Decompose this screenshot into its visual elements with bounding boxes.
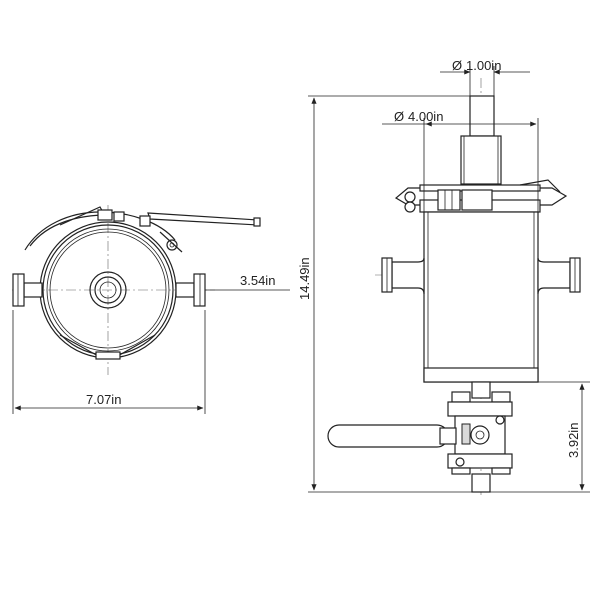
right-side-port	[537, 257, 581, 295]
port-offset-dimension: 3.54in	[205, 273, 290, 291]
body-diameter-label: 4.00in	[408, 109, 443, 124]
left-side-port	[381, 257, 425, 295]
diameter-symbol: Ø	[452, 58, 462, 73]
right-port	[175, 273, 206, 307]
vessel-body	[423, 211, 539, 383]
valve-handle	[327, 424, 457, 448]
drain-outlet	[471, 473, 491, 493]
center-port	[89, 271, 127, 309]
overall-height-label: 14.49in	[297, 257, 312, 300]
ball-valve	[447, 391, 513, 475]
overall-width-label: 7.07in	[86, 392, 121, 407]
side-view: Ø 1.00in Ø 4.00in 14.49in 3.92in	[297, 58, 590, 495]
diameter-symbol: Ø	[394, 109, 404, 124]
top-view: 3.54in 7.07in	[12, 205, 290, 414]
body-diameter-dimension: Ø 4.00in	[382, 109, 539, 212]
top-clamp	[394, 179, 568, 213]
clamp-handle	[147, 212, 261, 227]
vessel-circle	[39, 221, 177, 360]
valve-height-dimension: 3.92in	[490, 381, 590, 493]
overall-width-dimension: 7.07in	[12, 310, 206, 414]
overall-height-dimension: 14.49in	[297, 95, 472, 493]
port-offset-label: 3.54in	[240, 273, 275, 288]
clamp-band	[24, 206, 183, 253]
outlet-stub	[471, 381, 491, 399]
top-inlet-tube	[460, 95, 502, 185]
top-diameter-dimension: Ø 1.00in	[440, 58, 530, 96]
left-port	[12, 273, 43, 307]
top-diameter-label: 1.00in	[466, 58, 501, 73]
valve-height-label: 3.92in	[566, 423, 581, 458]
